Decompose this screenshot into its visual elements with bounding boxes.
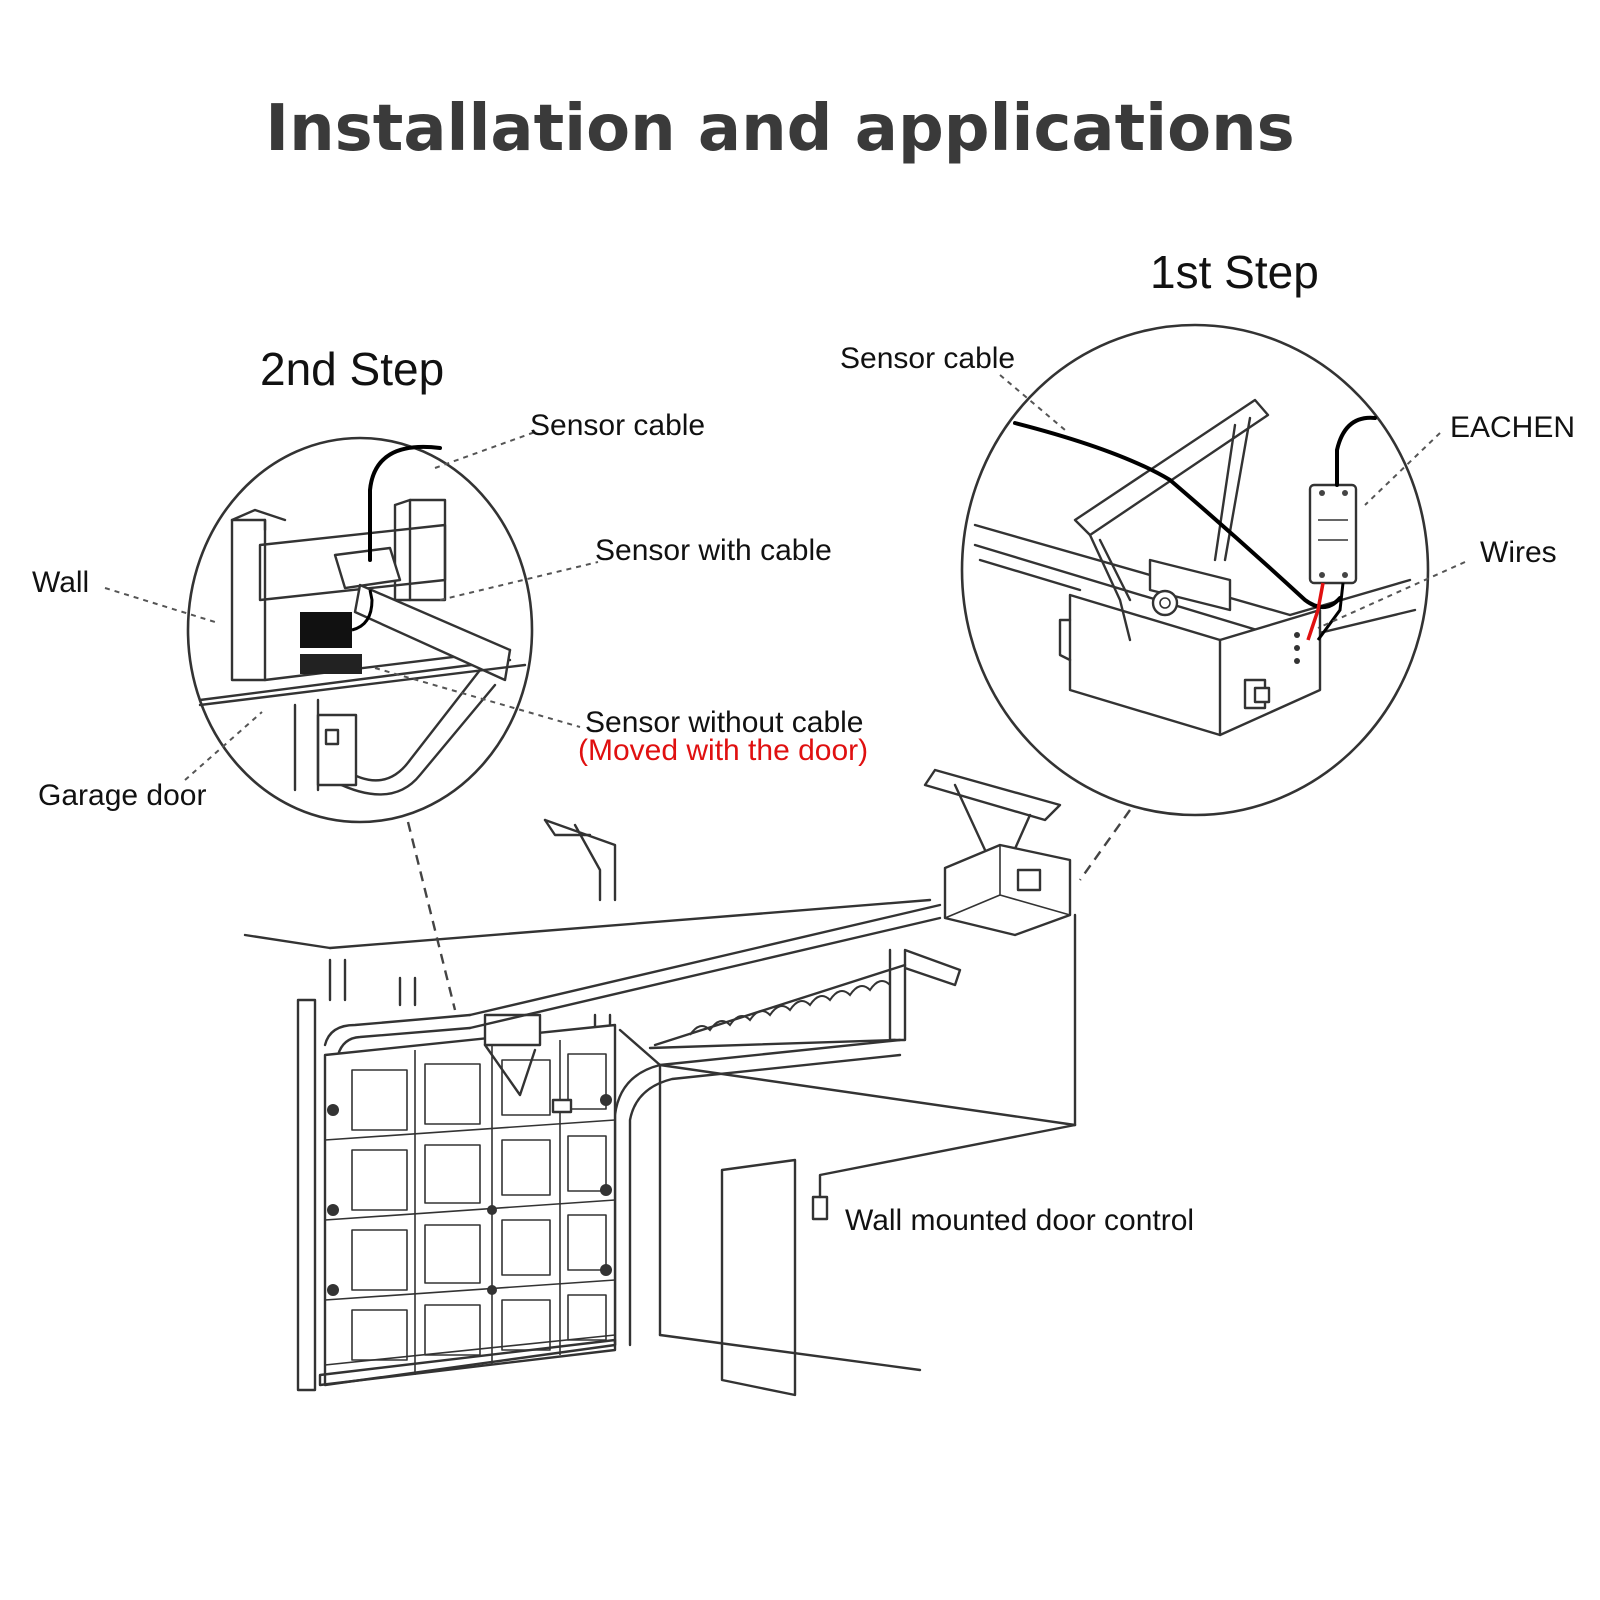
label-eachen: EACHEN (1450, 411, 1575, 444)
label-wall-control: Wall mounted door control (845, 1204, 1194, 1237)
step-2-heading: 2nd Step (260, 343, 444, 395)
label-wires: Wires (1480, 536, 1557, 569)
label-sensor-cable-right: Sensor cable (840, 342, 1015, 375)
step-1-detail (960, 323, 1430, 817)
label-sensor-with-cable: Sensor with cable (595, 534, 832, 567)
label-wall: Wall (32, 566, 89, 599)
step-2-detail (186, 436, 534, 824)
garage-illustration (243, 768, 1077, 1397)
label-garage-door: Garage door (38, 779, 206, 812)
step-1-heading: 1st Step (1150, 246, 1319, 298)
diagram-title: Installation and applications (265, 92, 1294, 166)
label-moved-with-door: (Moved with the door) (578, 734, 868, 767)
label-sensor-without-cable: Sensor without cable (585, 706, 864, 739)
leader-lines (104, 374, 1466, 1011)
label-sensor-cable-left: Sensor cable (530, 409, 705, 442)
